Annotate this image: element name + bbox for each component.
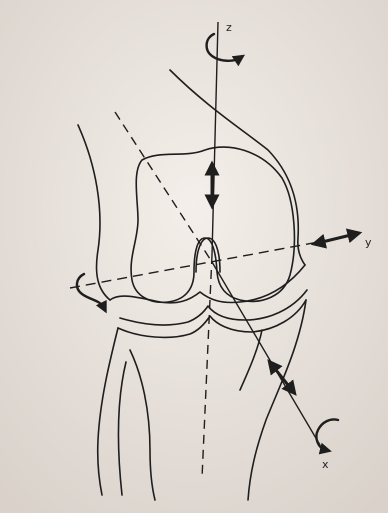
x-axis-label: x <box>322 458 329 471</box>
z-axis-label: z <box>226 21 232 34</box>
y-axis-label: y <box>365 236 372 249</box>
